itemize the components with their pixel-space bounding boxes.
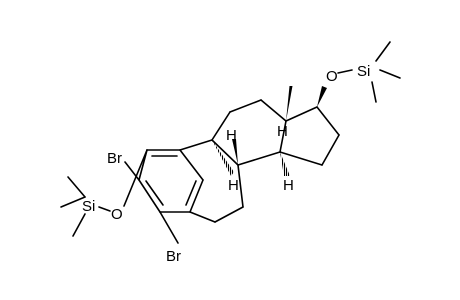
br-bottom-bond bbox=[159, 211, 179, 244]
h14-hash-bond bbox=[280, 152, 290, 176]
atom-si-right: Si bbox=[357, 63, 370, 80]
atom-h-14: H bbox=[283, 177, 294, 194]
atom-h-9: H bbox=[228, 177, 239, 194]
atom-o-left: O bbox=[111, 206, 123, 223]
ring-b bbox=[179, 139, 244, 223]
h8-wedge-bond bbox=[232, 139, 238, 165]
atom-si-left: Si bbox=[82, 198, 95, 215]
ring-c bbox=[211, 99, 287, 166]
atom-h-13: H bbox=[277, 123, 288, 140]
o-si-left-bond bbox=[98, 206, 111, 212]
tms-right-methyls bbox=[371, 41, 401, 103]
ring-a bbox=[138, 149, 204, 213]
atom-h-8: H bbox=[226, 127, 237, 144]
ring-d bbox=[279, 106, 340, 166]
c17-o-wedge-bond bbox=[317, 86, 327, 107]
atom-br-bottom: Br bbox=[166, 248, 181, 265]
br-top-bond bbox=[124, 161, 140, 181]
atom-o-right: O bbox=[326, 68, 338, 85]
methyl-wedge-bond bbox=[286, 86, 293, 121]
atom-br-top: Br bbox=[107, 150, 122, 167]
tms-left-methyls bbox=[60, 176, 86, 237]
o-si-right-bond bbox=[337, 69, 353, 74]
o-left-bond bbox=[123, 149, 148, 207]
h9-hash-bond bbox=[212, 140, 234, 176]
